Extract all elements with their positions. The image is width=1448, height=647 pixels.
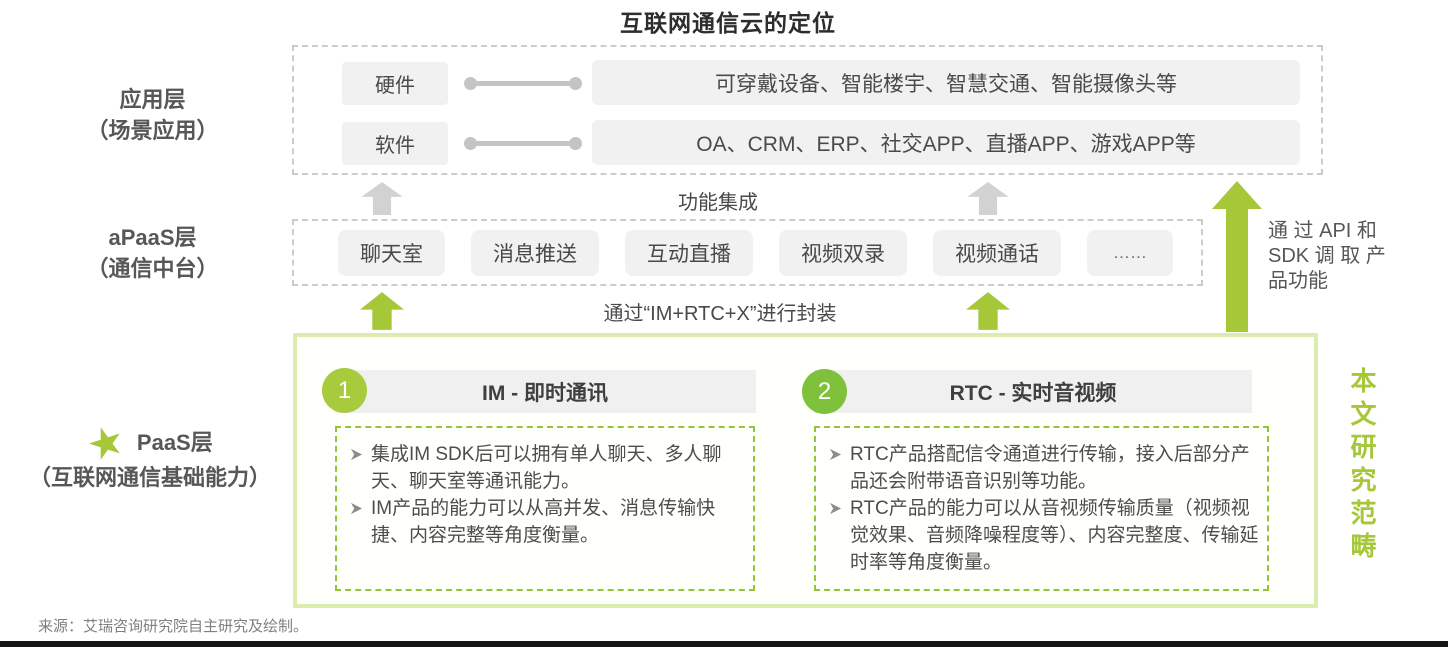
rtc-detail-panel: RTC产品搭配信令通道进行传输，接入后部分产品还会附带语音识别等功能。 RTC产… bbox=[814, 426, 1269, 591]
apaas-chip: 互动直播 bbox=[625, 229, 753, 276]
apaas-chip: 消息推送 bbox=[471, 229, 599, 276]
apaas-chip-ellipsis: …… bbox=[1087, 229, 1173, 276]
integration-label: 功能集成 bbox=[678, 192, 758, 214]
layer-label-paas: ★ PaaS层 （互联网通信基础能力） bbox=[0, 414, 300, 493]
bullet-item: RTC产品搭配信令通道进行传输，接入后部分产品还会附带语音识别等功能。 bbox=[826, 441, 1259, 495]
layer-label-apaas-line1: aPaaS层 bbox=[108, 225, 197, 250]
source-note: 来源：艾瑞咨询研究院自主研究及绘制。 bbox=[38, 618, 309, 635]
bullet-text: RTC产品的能力可以从音视频传输质量（视频视觉效果、音频降噪程度等）、内容完整度… bbox=[850, 498, 1259, 573]
section-title-rtc: RTC - 实时音视频 bbox=[814, 370, 1252, 413]
bullet-item: IM产品的能力可以从高并发、消息传输快捷、内容完整等角度衡量。 bbox=[347, 495, 745, 549]
api-arrow-caption-line: 通 过 API 和 bbox=[1268, 220, 1377, 242]
gray-up-arrow-icon bbox=[967, 182, 1009, 215]
bullet-text: RTC产品搭配信令通道进行传输，接入后部分产品还会附带语音识别等功能。 bbox=[850, 444, 1250, 492]
connector-dot-left bbox=[464, 77, 477, 90]
paas-layer-box: 1 IM - 即时通讯 集成IM SDK后可以拥有单人聊天、多人聊天、聊天室等通… bbox=[293, 333, 1318, 608]
bullet-item: 集成IM SDK后可以拥有单人聊天、多人聊天、聊天室等通讯能力。 bbox=[347, 441, 745, 495]
arrowhead-bullet-icon bbox=[350, 448, 363, 495]
apaas-layer-box: 聊天室 消息推送 互动直播 视频双录 视频通话 …… bbox=[292, 219, 1203, 286]
bullet-text: IM产品的能力可以从高并发、消息传输快捷、内容完整等角度衡量。 bbox=[371, 498, 716, 546]
im-detail-panel: 集成IM SDK后可以拥有单人聊天、多人聊天、聊天室等通讯能力。 IM产品的能力… bbox=[335, 426, 755, 591]
green-up-arrow-icon bbox=[360, 292, 404, 330]
star-icon: ★ bbox=[80, 414, 132, 471]
hardware-tag: 硬件 bbox=[342, 62, 448, 105]
arrowhead-bullet-icon bbox=[350, 502, 363, 549]
software-tag: 软件 bbox=[342, 122, 448, 165]
api-arrow-caption-line: 品功能 bbox=[1268, 270, 1328, 292]
connector-dot-left bbox=[464, 137, 477, 150]
section-number-badge: 2 bbox=[802, 369, 847, 414]
layer-label-apaas-line2: （通信中台） bbox=[86, 256, 219, 282]
api-arrow-caption: 通 过 API 和 SDK 调 取 产 品功能 bbox=[1268, 219, 1420, 294]
layer-label-application-line1: 应用层 bbox=[119, 87, 186, 112]
section-title-im: IM - 即时通讯 bbox=[334, 370, 756, 413]
bullet-text: 集成IM SDK后可以拥有单人聊天、多人聊天、聊天室等通讯能力。 bbox=[371, 444, 722, 492]
application-layer-box: 硬件 可穿戴设备、智能楼宇、智慧交通、智能摄像头等 软件 OA、CRM、ERP、… bbox=[292, 45, 1323, 175]
connector-segment bbox=[475, 141, 571, 146]
connector-segment bbox=[475, 81, 571, 86]
layer-label-application-line2: （场景应用） bbox=[86, 118, 219, 144]
layer-label-application: 应用层 （场景应用） bbox=[15, 84, 290, 146]
connector-line bbox=[464, 77, 582, 90]
hardware-items-bar: 可穿戴设备、智能楼宇、智慧交通、智能摄像头等 bbox=[592, 60, 1300, 105]
bottom-divider-bar bbox=[0, 641, 1448, 647]
research-scope-label: 本文研究范畴 bbox=[1347, 367, 1377, 565]
connector-dot-right bbox=[569, 137, 582, 150]
packaging-label: 通过“IM+RTC+X”进行封装 bbox=[603, 303, 837, 325]
section-number-badge: 1 bbox=[322, 368, 367, 413]
apaas-chip: 视频通话 bbox=[933, 229, 1061, 276]
connector-dot-right bbox=[569, 77, 582, 90]
page-title: 互联网通信云的定位 bbox=[620, 10, 836, 36]
green-up-arrow-icon bbox=[966, 292, 1010, 330]
apaas-chip: 视频双录 bbox=[779, 229, 907, 276]
layer-label-paas-line2: （互联网通信基础能力） bbox=[28, 464, 271, 490]
big-green-api-arrow-icon bbox=[1212, 181, 1262, 332]
arrowhead-bullet-icon bbox=[829, 502, 842, 576]
apaas-chip: 聊天室 bbox=[338, 229, 445, 276]
bullet-item: RTC产品的能力可以从音视频传输质量（视频视觉效果、音频降噪程度等）、内容完整度… bbox=[826, 495, 1259, 576]
software-items-bar: OA、CRM、ERP、社交APP、直播APP、游戏APP等 bbox=[592, 120, 1300, 165]
connector-line bbox=[464, 137, 582, 150]
layer-label-apaas: aPaaS层 （通信中台） bbox=[15, 222, 290, 284]
gray-up-arrow-icon bbox=[361, 182, 403, 215]
api-arrow-caption-line: SDK 调 取 产 bbox=[1268, 245, 1386, 267]
layer-label-paas-line1: PaaS层 bbox=[136, 430, 213, 456]
arrowhead-bullet-icon bbox=[829, 448, 842, 495]
